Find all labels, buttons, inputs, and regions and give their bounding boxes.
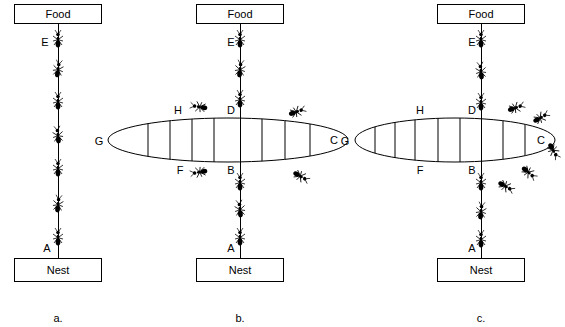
point-label: D	[227, 104, 235, 117]
trail-line	[240, 24, 241, 258]
ant-figure	[234, 60, 246, 78]
ant-figure	[53, 228, 63, 245]
box-label: Food	[468, 8, 493, 21]
ant-figure	[52, 195, 64, 213]
box-label: Nest	[47, 264, 70, 277]
ant-figure	[53, 30, 63, 47]
ant-figure	[53, 92, 63, 109]
trail-line	[481, 24, 482, 258]
box-label: Nest	[470, 264, 493, 277]
terminal-box: Food	[14, 4, 102, 24]
ant-figure	[234, 200, 246, 218]
terminal-box: Nest	[196, 258, 284, 282]
box-label: Nest	[229, 264, 252, 277]
ant-figure	[506, 100, 526, 115]
ant-figure	[52, 59, 64, 78]
ant-figure	[476, 230, 486, 247]
ant-figure	[531, 109, 551, 126]
point-label: B	[468, 164, 475, 177]
point-label: A	[468, 242, 475, 255]
terminal-box: Nest	[14, 258, 102, 282]
point-label: A	[43, 242, 50, 255]
point-label: E	[41, 36, 48, 49]
ant-figure	[476, 173, 486, 190]
point-label: C	[330, 134, 338, 147]
ant-figure	[53, 159, 63, 176]
point-label: G	[95, 135, 104, 148]
ant-figure	[189, 100, 208, 113]
ant-figure	[235, 90, 245, 107]
ant-figure	[189, 166, 208, 179]
ant-figure	[476, 93, 486, 110]
panel-label: b.	[235, 312, 244, 325]
ant-figure	[235, 30, 245, 47]
point-label: H	[174, 104, 182, 117]
ant-figure	[519, 163, 539, 182]
terminal-box: Food	[437, 4, 525, 24]
box-label: Food	[45, 8, 70, 21]
ant-figure	[475, 202, 487, 220]
point-label: E	[227, 36, 234, 49]
point-label: H	[416, 104, 424, 117]
point-label: D	[468, 104, 476, 117]
panel-label: a.	[53, 312, 62, 325]
ant-figure	[291, 168, 311, 185]
ant-figure	[235, 173, 245, 190]
terminal-box: Nest	[437, 258, 525, 282]
point-label: C	[537, 134, 545, 147]
point-label: A	[227, 242, 234, 255]
ant-figure	[545, 141, 562, 161]
obstacle-ellipse	[108, 118, 348, 162]
ant-figure	[52, 126, 64, 144]
ant-figure	[287, 104, 307, 119]
ant-figure	[235, 228, 245, 245]
terminal-box: Food	[196, 4, 284, 24]
point-label: F	[177, 164, 184, 177]
point-label: G	[341, 135, 350, 148]
point-label: E	[468, 36, 475, 49]
box-label: Food	[227, 8, 252, 21]
point-label: B	[227, 164, 234, 177]
point-label: F	[417, 164, 424, 177]
ant-figure	[475, 62, 487, 80]
ant-figure	[496, 178, 516, 195]
ant-figure	[476, 30, 486, 47]
obstacle-ellipse	[355, 118, 555, 162]
panel-label: c.	[477, 312, 486, 325]
